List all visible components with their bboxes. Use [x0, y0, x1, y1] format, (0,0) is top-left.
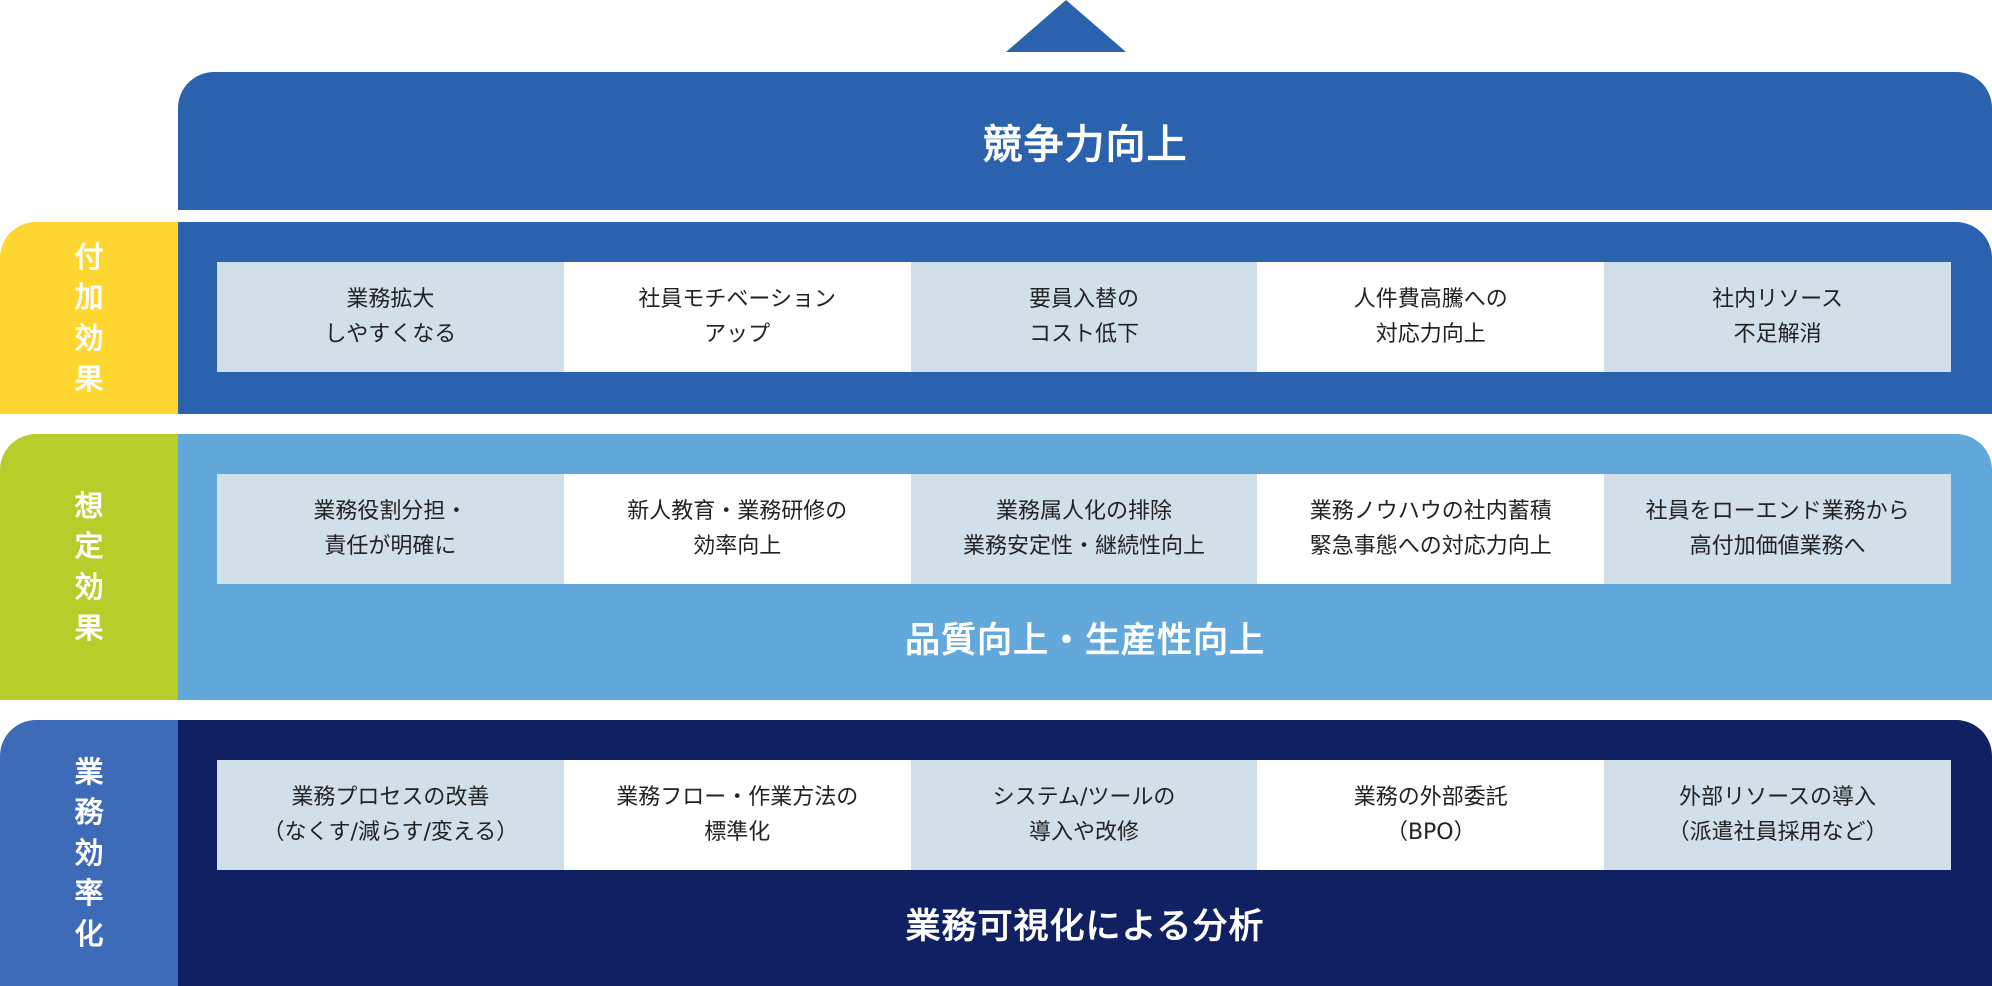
band-label-analysis: 業務可視化による分析	[905, 907, 1265, 947]
effect-cell: 業務の外部委託 （BPO）	[1257, 760, 1605, 870]
side-label-additional-effects: 付加効果	[0, 222, 178, 414]
side-label-expected-effects: 想定効果	[0, 434, 178, 700]
cell-row: 業務役割分担・ 責任が明確に 新人教育・業務研修の 効率向上 業務属人化の排除 …	[217, 474, 1951, 584]
effect-cell: 社内リソース 不足解消	[1604, 262, 1951, 372]
top-band: 競争力向上	[178, 72, 1992, 210]
effect-cell: 業務フロー・作業方法の 標準化	[563, 760, 911, 870]
cell-row: 業務拡大 しやすくなる 社員モチベーション アップ 要員入替の コスト低下 人件…	[217, 262, 1951, 372]
effect-cell: 業務拡大 しやすくなる	[217, 262, 564, 372]
band-expected-effects: 業務役割分担・ 責任が明確に 新人教育・業務研修の 効率向上 業務属人化の排除 …	[178, 434, 1992, 700]
side-label-efficiency: 業務効率化	[0, 720, 178, 986]
effect-cell: 業務ノウハウの社内蓄積 緊急事態への対応力向上	[1257, 474, 1605, 584]
effect-cell: 新人教育・業務研修の 効率向上	[563, 474, 911, 584]
band-efficiency: 業務プロセスの改善 （なくす/減らす/変える） 業務フロー・作業方法の 標準化 …	[178, 720, 1992, 986]
effect-cell: 業務役割分担・ 責任が明確に	[217, 474, 564, 584]
side-label-text: 付加効果	[74, 239, 104, 396]
side-label-text: 業務効率化	[74, 754, 104, 951]
band-label-quality: 品質向上・生産性向上	[904, 621, 1265, 661]
side-label-text: 想定効果	[74, 488, 104, 645]
top-title: 競争力向上	[982, 122, 1188, 168]
effect-cell: 人件費高騰への 対応力向上	[1257, 262, 1605, 372]
band-additional-effects: 業務拡大 しやすくなる 社員モチベーション アップ 要員入替の コスト低下 人件…	[178, 222, 1992, 414]
cell-row: 業務プロセスの改善 （なくす/減らす/変える） 業務フロー・作業方法の 標準化 …	[217, 760, 1951, 870]
effect-cell: 要員入替の コスト低下	[910, 262, 1258, 372]
up-arrow-icon	[1006, 0, 1126, 52]
effect-cell: 外部リソースの導入 （派遣社員採用など）	[1604, 760, 1951, 870]
effect-cell: 社員モチベーション アップ	[563, 262, 911, 372]
effect-cell: 業務プロセスの改善 （なくす/減らす/変える）	[217, 760, 564, 870]
effect-cell: 社員をローエンド業務から 高付加価値業務へ	[1604, 474, 1951, 584]
effect-cell: 業務属人化の排除 業務安定性・継続性向上	[910, 474, 1258, 584]
effect-cell: システム/ツールの 導入や改修	[910, 760, 1258, 870]
